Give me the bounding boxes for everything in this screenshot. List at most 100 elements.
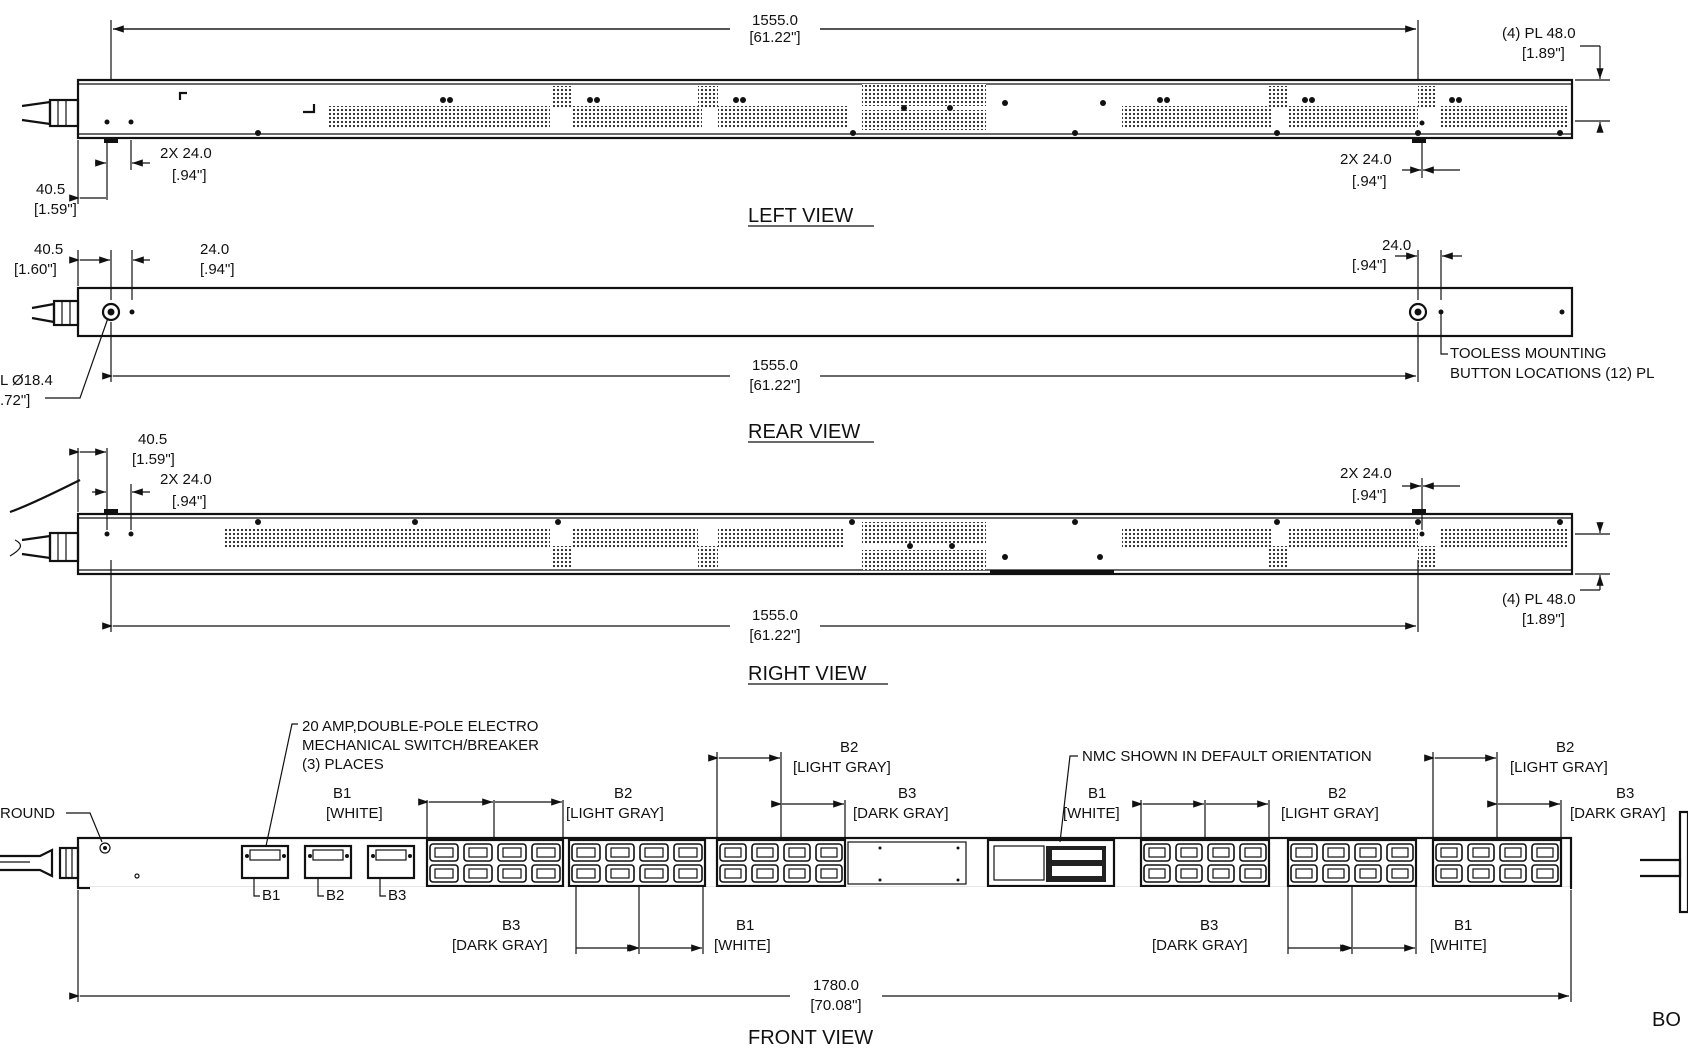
breaker-b1: [240, 844, 290, 880]
receptacle-icon: [605, 843, 635, 862]
g1-b2-color: [LIGHT GRAY]: [566, 805, 664, 822]
receptacle-slot-icon: [1536, 868, 1554, 879]
rear-hole-in: .72"]: [0, 392, 30, 409]
receptacle-icon: [1531, 843, 1559, 862]
receptacle-icon: [497, 843, 527, 862]
rear-offset-mm: 40.5: [34, 241, 63, 258]
g1-b2b-color: [LIGHT GRAY]: [793, 759, 891, 776]
nmc-module: [986, 838, 1116, 888]
breaker-note-1: 20 AMP,DOUBLE-POLE ELECTRO: [302, 718, 538, 735]
g4-b3: B3: [1616, 785, 1634, 802]
rear-note-1: TOOLESS MOUNTING: [1450, 345, 1606, 362]
left-spacing-l-mm: 2X 24.0: [160, 145, 212, 162]
right-pl-mm: (4) PL 48.0: [1502, 591, 1576, 608]
breaker-b3: [366, 844, 416, 880]
right-offset-in: [1.59"]: [132, 451, 175, 468]
g3-b1-color: [WHITE]: [1063, 805, 1120, 822]
receptacle-icon: [1239, 843, 1267, 862]
receptacle-icon: [1143, 864, 1171, 883]
receptacle-icon: [1290, 864, 1318, 883]
receptacle-slot-icon: [1244, 847, 1262, 858]
receptacle-slot-icon: [576, 868, 596, 879]
receptacle-slot-icon: [576, 847, 596, 858]
receptacle-slot-icon: [1440, 868, 1458, 879]
receptacle-icon: [1239, 864, 1267, 883]
receptacle-icon: [1143, 843, 1171, 862]
receptacle-slot-icon: [678, 868, 698, 879]
left-pl-in: [1.89"]: [1522, 45, 1565, 62]
bottom-view-partial: BO: [1640, 810, 1688, 1031]
receptacle-icon: [1322, 843, 1350, 862]
breaker-note-3: (3) PLACES: [302, 756, 384, 773]
g1-b3-color: [DARK GRAY]: [853, 805, 949, 822]
receptacle-slot-icon: [1212, 847, 1230, 858]
receptacle-slot-icon: [434, 847, 454, 858]
g1-b2b: B2: [840, 739, 858, 756]
right-spacing-r-mm: 2X 24.0: [1340, 465, 1392, 482]
g4-b2-color: [LIGHT GRAY]: [1510, 759, 1608, 776]
g2-b3: B3: [502, 917, 520, 934]
outlet-group-3: [715, 838, 847, 888]
receptacle-icon: [1467, 864, 1495, 883]
outlet-group-6: [1431, 838, 1563, 888]
rear-spacing-l-mm: 24.0: [200, 241, 229, 258]
receptacle-icon: [719, 843, 747, 862]
receptacle-slot-icon: [536, 847, 556, 858]
receptacle-slot-icon: [644, 847, 664, 858]
nmc-note: NMC SHOWN IN DEFAULT ORIENTATION: [1082, 748, 1372, 765]
rear-spacing-l-in: [.94"]: [200, 261, 235, 278]
receptacle-slot-icon: [1391, 847, 1409, 858]
receptacle-slot-icon: [1440, 847, 1458, 858]
right-cord-icon: [9, 479, 81, 563]
receptacle-icon: [1290, 843, 1318, 862]
rear-length-in: [61.22"]: [749, 377, 800, 394]
rear-view-title: REAR VIEW: [748, 421, 860, 443]
g3-b1: B1: [1088, 785, 1106, 802]
receptacle-icon: [429, 864, 459, 883]
receptacle-slot-icon: [1391, 868, 1409, 879]
receptacle-icon: [673, 843, 703, 862]
receptacle-icon: [1499, 864, 1527, 883]
receptacle-slot-icon: [1359, 847, 1377, 858]
left-spacing-l-in: [.94"]: [172, 167, 207, 184]
g4-b1-color: [WHITE]: [1430, 937, 1487, 954]
rear-length-mm: 1555.0: [752, 357, 798, 374]
rear-spacing-r-mm: 24.0: [1382, 237, 1411, 254]
receptacle-icon: [1207, 843, 1235, 862]
g4-b2: B2: [1556, 739, 1574, 756]
receptacle-icon: [1435, 864, 1463, 883]
left-spacing-r-mm: 2X 24.0: [1340, 151, 1392, 168]
rear-pdu-body: [76, 286, 1574, 338]
receptacle-icon: [673, 864, 703, 883]
receptacle-slot-icon: [1504, 868, 1522, 879]
receptacle-slot-icon: [1472, 868, 1490, 879]
receptacle-icon: [605, 864, 635, 883]
outlet-group-1: [425, 838, 565, 888]
receptacle-icon: [463, 843, 493, 862]
receptacle-icon: [571, 843, 601, 862]
right-view-title: RIGHT VIEW: [748, 663, 867, 685]
receptacle-slot-icon: [1180, 868, 1198, 879]
receptacle-slot-icon: [468, 847, 488, 858]
breaker-label-b2: B2: [326, 887, 344, 904]
ground-label: ROUND: [0, 805, 55, 822]
receptacle-icon: [1386, 864, 1414, 883]
left-spacing-r-in: [.94"]: [1352, 173, 1387, 190]
front-view: 20 AMP,DOUBLE-POLE ELECTRO MECHANICAL SW…: [0, 718, 1666, 1048]
receptacle-icon: [639, 864, 669, 883]
left-length-mm: 1555.0: [752, 12, 798, 29]
g1-b1-color: [WHITE]: [326, 805, 383, 822]
receptacle-icon: [1386, 843, 1414, 862]
ground-icon: [99, 842, 111, 854]
outlet-group-4: [1139, 838, 1271, 888]
g3-b2: B2: [1328, 785, 1346, 802]
receptacle-icon: [1354, 864, 1382, 883]
receptacle-slot-icon: [1295, 847, 1313, 858]
left-offset-mm: 40.5: [36, 181, 65, 198]
receptacle-slot-icon: [468, 868, 488, 879]
rear-hole-right: [1408, 302, 1428, 322]
right-pl-in: [1.89"]: [1522, 611, 1565, 628]
receptacle-slot-icon: [644, 868, 664, 879]
receptacle-icon: [1175, 864, 1203, 883]
